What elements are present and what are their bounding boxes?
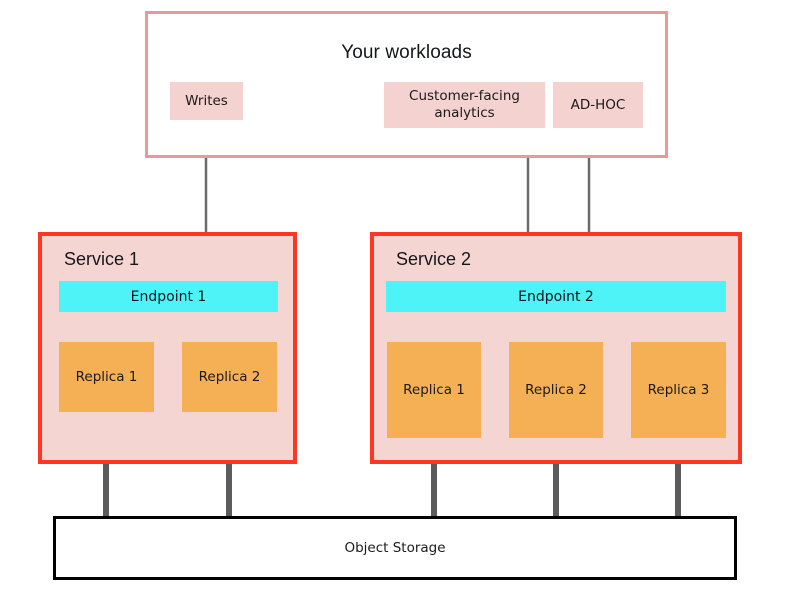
service-2-replica-1[interactable]: Replica 1 xyxy=(387,342,481,438)
workload-chip-ad-hoc[interactable]: AD-HOC xyxy=(553,82,643,128)
service-2-endpoint[interactable]: Endpoint 2 xyxy=(386,281,726,312)
service-1-replica-2[interactable]: Replica 2 xyxy=(182,342,277,412)
service-2-replica-2[interactable]: Replica 2 xyxy=(509,342,603,438)
workload-chip-writes[interactable]: Writes xyxy=(170,82,243,120)
service-1-replica-1[interactable]: Replica 1 xyxy=(59,342,154,412)
service-1-title: Service 1 xyxy=(64,249,140,269)
workload-chip-customer-facing-analytics[interactable]: Customer-facing analytics xyxy=(384,82,545,128)
object-storage-box[interactable]: Object Storage xyxy=(53,516,737,580)
service-2-replica-3[interactable]: Replica 3 xyxy=(631,342,726,438)
service-1-endpoint[interactable]: Endpoint 1 xyxy=(59,281,278,312)
workloads-title: Your workloads xyxy=(341,42,472,63)
service-2-title: Service 2 xyxy=(396,249,472,269)
